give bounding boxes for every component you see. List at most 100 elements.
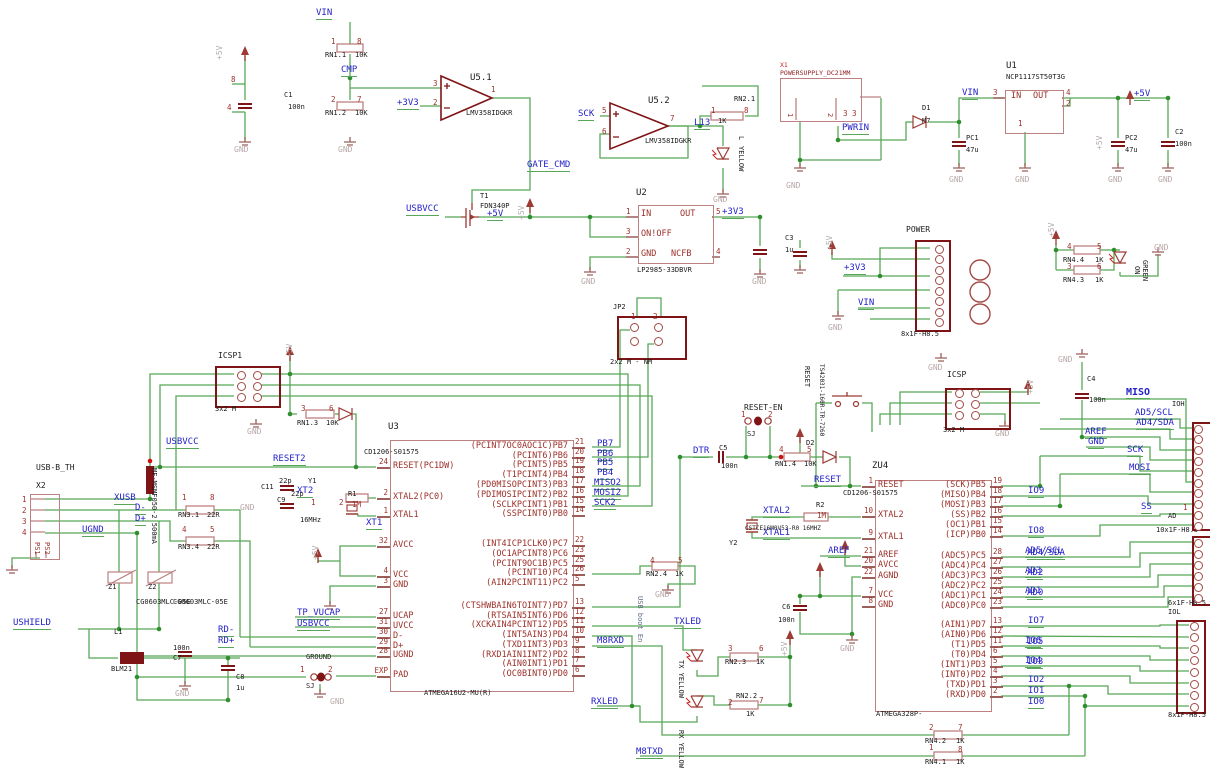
pin-stub	[572, 636, 585, 638]
pin-number: 3	[383, 576, 388, 585]
ic-pin-label: ON!OFF	[641, 229, 672, 239]
connector-pin	[1193, 489, 1203, 499]
component-value: MF-MSMF050-2 500mA	[150, 468, 158, 544]
component-value: ON	[1133, 266, 1141, 275]
pin-stub	[990, 486, 1003, 488]
pin-number: 3	[626, 227, 631, 236]
net-label: TXLED	[674, 617, 702, 629]
pin-stub	[990, 656, 1003, 658]
ic-pin-label: VCC	[878, 590, 894, 600]
net-label: AD4/SDA	[1027, 548, 1065, 560]
pin-number: 12	[575, 607, 585, 616]
component-value: RN2.3	[725, 658, 747, 666]
connector-pin	[1193, 510, 1203, 520]
pin-stub	[990, 526, 1003, 528]
pin-number: 3	[1067, 262, 1072, 271]
pin-number: 3	[301, 404, 306, 413]
pin-number: 2	[339, 498, 344, 507]
pin-number: 14	[993, 526, 1003, 535]
ground-label: GND	[1158, 175, 1173, 184]
connector-pin	[1193, 456, 1203, 466]
power-rail-label: +5V	[1026, 379, 1035, 394]
ground-label: GND	[338, 145, 353, 154]
ic-body-zu4	[875, 480, 992, 712]
component-value: RN4.1	[925, 758, 947, 766]
component-value: 10K	[355, 51, 368, 59]
connector-pin	[252, 381, 262, 391]
pin-stub	[990, 607, 1003, 609]
connector-pin	[629, 322, 639, 332]
component-value: 1K	[956, 758, 965, 766]
component-value: LMV358IDGKR	[645, 137, 692, 145]
connector-pin	[1193, 500, 1203, 510]
ic-pin-label: RESET(PC1DW)	[393, 461, 455, 471]
net-label: VIN	[316, 8, 333, 20]
net-label: AD3	[1025, 566, 1042, 578]
pin-stub	[862, 516, 875, 518]
net-label: PB5	[597, 458, 614, 470]
pin-stub	[377, 627, 390, 629]
net-label: PB4	[597, 468, 614, 480]
component-value: TS42031-160R-TR-7260	[818, 364, 825, 437]
connector-pin	[653, 322, 663, 332]
component-value: RN2.4	[646, 570, 668, 578]
pin-number: 2	[929, 723, 934, 732]
ic-pin-label: (INT4ICP1CLK0)PC7	[481, 539, 568, 549]
ground-label: GND	[928, 363, 943, 372]
net-label: RESET2	[273, 454, 306, 466]
ic-pin-label: XTAL1	[878, 532, 904, 542]
ic-pin-label: (PCINT6)PB6	[511, 451, 568, 461]
pin-number: 1	[741, 410, 746, 419]
power-rail-label: +5V	[825, 235, 834, 250]
pin-stub	[862, 606, 875, 608]
component-value: 1K	[956, 737, 965, 745]
ic-pin-label: (PCINT5)PB5	[511, 460, 568, 470]
pin-number: 1	[331, 37, 336, 46]
component-value: AD	[1168, 512, 1177, 520]
ic-pin-label: (SSPCINT0)PB0	[501, 509, 568, 519]
net-label: AD0	[1027, 588, 1044, 600]
pin-number: 1	[1018, 119, 1023, 128]
net-label: AD2	[1027, 568, 1044, 580]
pin-number: 13	[993, 616, 1003, 625]
pin-number: 1	[22, 495, 27, 504]
pin-number: 23	[575, 545, 585, 554]
ic-pin-label: (OC1APCINT8)PC6	[491, 549, 568, 559]
net-label: MOSI2	[594, 488, 622, 500]
pin-number: 8	[231, 75, 236, 84]
pin-stub	[377, 467, 390, 469]
connector-pin	[1193, 478, 1203, 488]
component-value: ATMEGA16U2-MU(R)	[424, 689, 492, 697]
connector-pin	[1189, 621, 1199, 631]
component-value: 100n	[1175, 140, 1192, 148]
ground-label: GND	[330, 697, 345, 706]
pin-stub	[377, 546, 390, 548]
pin-number: 3	[433, 79, 438, 88]
ic-pin-label: (RTSAIN5INT6)PD6	[486, 611, 568, 621]
pin-number: 2	[768, 410, 773, 419]
pin-number: 8	[575, 646, 580, 655]
component-value: GREEN	[1141, 260, 1149, 282]
component-value: C6	[782, 603, 791, 611]
net-label: DTR	[693, 446, 710, 458]
component-value: C7	[173, 654, 182, 662]
ic-pin-label: UGND	[393, 650, 414, 660]
component-ref: U5.1	[470, 73, 492, 83]
connector-pin	[1193, 446, 1203, 456]
connector-pin	[970, 388, 980, 398]
pin-number: 24	[378, 457, 388, 466]
net-label: USHIELD	[13, 618, 51, 630]
component-value: Z2	[148, 583, 157, 591]
pin-number: 4	[779, 445, 784, 454]
component-value: RN1.4	[775, 460, 797, 468]
component-value: C1	[284, 91, 293, 99]
ic-pin-label: (ADC1)PC1	[939, 591, 986, 601]
ground-label: GND	[828, 323, 843, 332]
component-value: 1K	[718, 117, 727, 125]
component-value: IOH	[1172, 400, 1185, 408]
ic-pin-label: (SCK)PB5	[945, 480, 986, 490]
pin-number: 6	[993, 646, 998, 655]
component-value: FDN340P	[480, 202, 510, 210]
connector-pin	[954, 410, 964, 420]
